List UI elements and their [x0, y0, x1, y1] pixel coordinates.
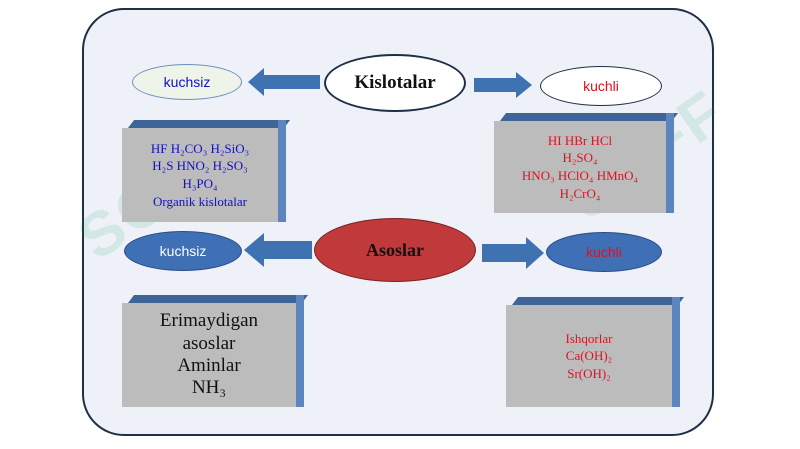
base-strong-line-3: Sr(OH)₂: [567, 365, 611, 381]
acid-strong-line-2: H₂SO₄: [562, 150, 598, 166]
acid-weak-line-3: H₃PO₄: [182, 176, 218, 191]
acid-strong-line-3: HNO₃ HClO₄ HMnO₄: [521, 168, 639, 183]
base-strong-line-2: Ca(OH)₂: [565, 348, 613, 364]
base-strong-ellipse: kuchli: [546, 232, 662, 272]
acid-strong-line-1: HI HBr HCl: [547, 132, 613, 148]
kislotalar-title: Kislotalar: [354, 72, 436, 93]
asoslar-ellipse: Asoslar: [314, 218, 476, 282]
base-weak-line-1: Erimaydigan: [159, 310, 259, 332]
acid-strong-ellipse: kuchli: [540, 66, 662, 106]
acid-weak-arrow: [248, 68, 320, 96]
acid-weak-label: kuchsiz: [163, 74, 211, 90]
base-weak-line-2: asoslar: [182, 332, 236, 354]
base-weak-label: kuchsiz: [159, 243, 207, 259]
acid-weak-line-1: HF H₂CO₃ H₂SiO₃: [150, 140, 250, 156]
base-strong-label: kuchli: [586, 244, 622, 260]
base-weak-line-3: Aminlar: [177, 355, 241, 376]
base-weak-ellipse: kuchsiz: [124, 231, 242, 271]
base-weak-line-4: NH₃: [191, 377, 227, 399]
acid-strong-arrow: [474, 72, 532, 98]
acid-strong-line-4: H₂CrO₄: [559, 185, 601, 201]
acid-weak-ellipse: kuchsiz: [132, 64, 242, 100]
acid-weak-line-2: H₂S HNO₂ H₂SO₃: [152, 158, 248, 174]
base-weak-box: Erimaydigan asoslar Aminlar NH₃: [122, 295, 309, 407]
acid-weak-box: HF H₂CO₃ H₂SiO₃ H₂S HNO₂ H₂SO₃ H₃PO₄ Org…: [122, 120, 291, 222]
kislotalar-ellipse: Kislotalar: [324, 54, 466, 112]
asoslar-title: Asoslar: [366, 239, 424, 260]
base-weak-arrow: [244, 233, 312, 267]
acid-strong-label: kuchli: [583, 78, 619, 94]
base-strong-line-1: Ishqorlar: [565, 330, 613, 346]
base-strong-arrow: [482, 237, 544, 269]
acid-weak-line-4: Organik kislotalar: [153, 193, 247, 209]
base-strong-box: Ishqorlar Ca(OH)₂ Sr(OH)₂: [506, 297, 685, 407]
acid-strong-box: HI HBr HCl H₂SO₄ HNO₃ HClO₄ HMnO₄ H₂CrO₄: [494, 113, 679, 213]
